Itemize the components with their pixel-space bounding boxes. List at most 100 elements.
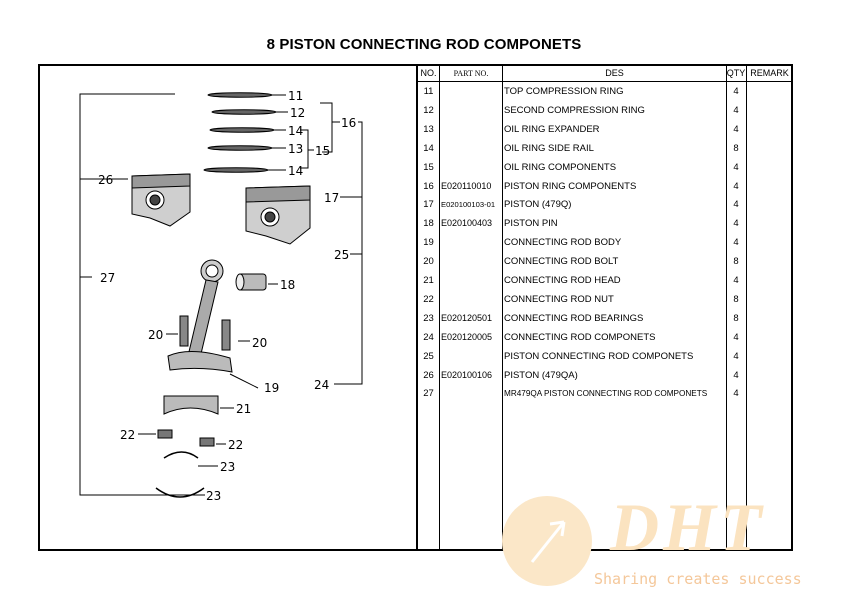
- exploded-diagram: 11 12 14 13 15 14 16 26 17 25 27 18 20 2…: [40, 66, 416, 549]
- diagram-svg: 11 12 14 13 15 14 16 26 17 25 27 18 20 2…: [79, 89, 363, 503]
- table-row: 21 CONNECTING ROD HEAD 4: [418, 271, 792, 290]
- watermark-tagline: Sharing creates success: [594, 570, 802, 588]
- cell-des: PISTON (479Q): [504, 199, 572, 211]
- cell-des: MR479QA PISTON CONNECTING ROD COMPONETS: [504, 389, 708, 399]
- cell-part-no: E020100103-01: [441, 200, 496, 210]
- label-20b: 20: [252, 336, 267, 350]
- cell-no: 18: [423, 218, 434, 230]
- cell-no: 14: [423, 142, 434, 154]
- cell-part-no: [441, 139, 501, 158]
- bracket-16: [320, 102, 333, 153]
- cell-qty: 4: [733, 218, 739, 230]
- cell-des: PISTON (479QA): [504, 369, 578, 381]
- bearing-23b: [155, 487, 205, 498]
- cell-des: PISTON PIN: [504, 218, 558, 230]
- cell-no: 21: [423, 275, 434, 286]
- cell-no: 22: [423, 293, 434, 305]
- cell-no: 26: [423, 369, 434, 381]
- cell-des: CONNECTING ROD NUT: [504, 293, 614, 305]
- cell-no: 19: [423, 237, 434, 249]
- cell-qty: 4: [733, 369, 739, 381]
- ring-11: [207, 92, 273, 98]
- label-19: 19: [264, 381, 279, 395]
- document-frame: [38, 64, 793, 551]
- leader-19: [229, 373, 259, 389]
- conrod-head-21: [163, 395, 219, 415]
- cell-part-no: E020100106: [441, 369, 493, 380]
- cell-qty: 4: [733, 331, 739, 343]
- table-row: 27 MR479QA PISTON CONNECTING ROD COMPONET…: [418, 384, 792, 403]
- cell-des: SECOND COMPRESSION RING: [504, 104, 645, 116]
- col-divider: [726, 66, 727, 549]
- cell-des: OIL RING EXPANDER: [504, 123, 600, 135]
- header-des: DES: [605, 68, 624, 78]
- cell-part-no: [441, 82, 501, 101]
- cell-qty: 4: [733, 275, 739, 286]
- label-12: 12: [290, 106, 305, 120]
- label-22b: 22: [228, 438, 243, 452]
- cell-no: 20: [423, 256, 434, 268]
- cell-des: TOP COMPRESSION RING: [504, 86, 624, 97]
- cell-qty: 4: [733, 237, 739, 249]
- header-underline: [418, 81, 792, 82]
- cell-no: 27: [423, 388, 434, 400]
- cell-part-no: [441, 233, 501, 252]
- cell-qty: 4: [733, 388, 739, 400]
- cell-qty: 4: [733, 104, 739, 116]
- header-remark: REMARK: [750, 68, 789, 78]
- label-24: 24: [314, 378, 329, 392]
- cell-qty: 8: [733, 312, 739, 324]
- label-23a: 23: [220, 460, 235, 474]
- cell-part-no: E020110010: [441, 180, 492, 191]
- label-15: 15: [315, 144, 330, 158]
- watermark-arrow-icon: [530, 520, 566, 563]
- table-row: 14 OIL RING SIDE RAIL 8: [418, 139, 792, 158]
- ring-13: [207, 145, 273, 151]
- cell-part-no: [441, 384, 501, 403]
- label-14b: 14: [288, 164, 303, 178]
- label-18: 18: [280, 278, 295, 292]
- cell-des: CONNECTING ROD BOLT: [504, 256, 619, 268]
- watermark-circle-icon: [502, 496, 592, 586]
- cell-no: 16: [423, 180, 434, 192]
- label-16: 16: [341, 116, 356, 130]
- label-21: 21: [236, 402, 251, 416]
- piston-17: [245, 185, 311, 245]
- bearing-23a: [163, 451, 199, 459]
- table-row: 16 E020110010 PISTON RING COMPONENTS 4: [418, 177, 792, 196]
- label-22a: 22: [120, 428, 135, 442]
- label-27: 27: [100, 271, 115, 285]
- watermark: DHT Sharing creates success: [500, 489, 848, 592]
- diagram-table-divider: [416, 64, 418, 551]
- col-divider: [746, 66, 747, 549]
- label-23b: 23: [206, 489, 221, 503]
- ring-12: [211, 109, 277, 115]
- header-part-no: PART NO.: [453, 69, 489, 78]
- bracket-25: [334, 121, 363, 385]
- cell-des: OIL RING SIDE RAIL: [504, 142, 594, 154]
- cell-des: PISTON RING COMPONENTS: [504, 180, 637, 192]
- cell-qty: 4: [733, 350, 739, 362]
- cell-part-no: E020120501: [441, 312, 493, 323]
- cell-part-no: E020120005: [441, 331, 493, 342]
- label-11: 11: [288, 89, 303, 103]
- watermark-logo: DHT: [610, 489, 766, 565]
- cell-qty: 4: [733, 180, 739, 192]
- cell-no: 23: [423, 312, 434, 324]
- cell-part-no: [441, 347, 501, 366]
- label-25: 25: [334, 248, 349, 262]
- cell-no: 13: [423, 123, 434, 135]
- cell-qty: 8: [733, 142, 739, 154]
- cell-no: 25: [423, 350, 434, 362]
- cell-des: CONNECTING ROD HEAD: [504, 275, 621, 286]
